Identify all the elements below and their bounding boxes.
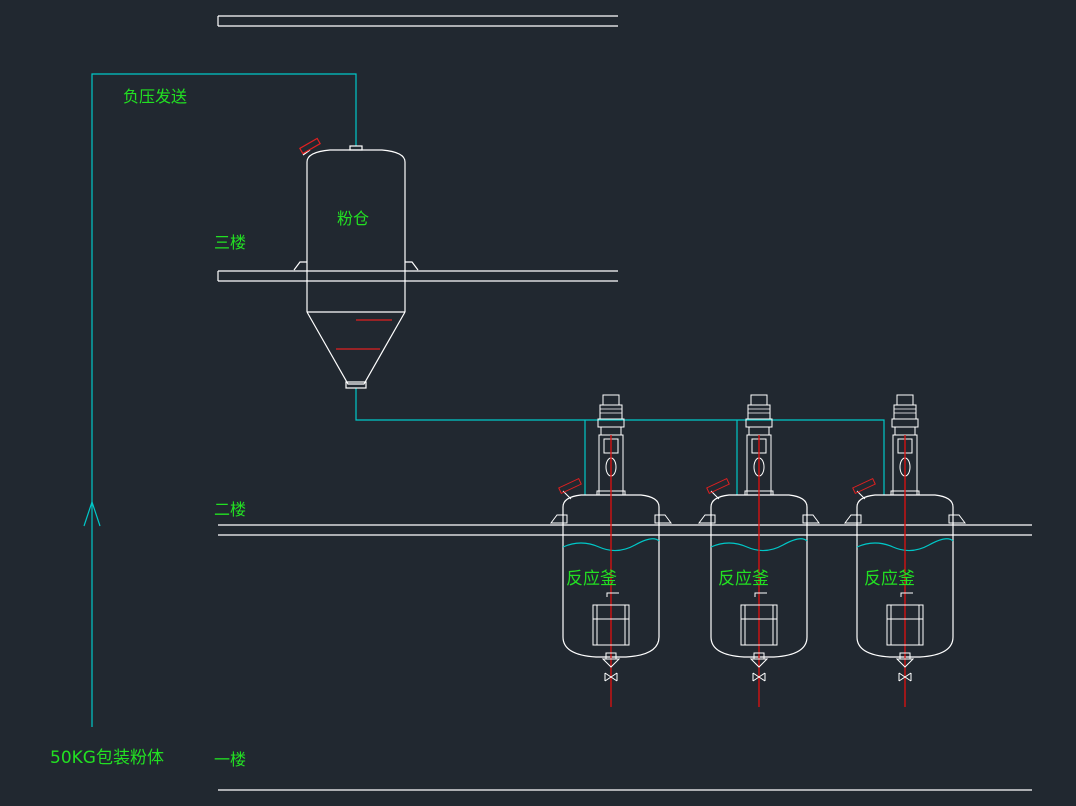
flow-arrow-icon (83, 500, 101, 527)
bagged-powder-label: 50KG包装粉体 (50, 748, 164, 768)
floor-slab-3 (217, 270, 618, 282)
reactor-2-label: 反应釜 (718, 569, 769, 589)
floor-slab-2 (218, 524, 1032, 536)
floor-slab-top (217, 15, 618, 27)
reactor-3 (844, 394, 966, 708)
reactor-1-label: 反应釜 (566, 569, 617, 589)
powder-silo-label: 粉仓 (337, 209, 369, 228)
floor-3-label: 三楼 (214, 233, 246, 252)
powder-silo (293, 145, 419, 389)
reactor-1 (550, 394, 672, 708)
floor-2-label: 二楼 (214, 500, 246, 519)
reactor-2 (698, 394, 820, 708)
reactor-3-label: 反应釜 (864, 569, 915, 589)
negative-pressure-label: 负压发送 (123, 87, 187, 106)
floor-1-label: 一楼 (214, 750, 246, 769)
conveying-pipe (91, 73, 885, 727)
silo-level-marks (299, 137, 392, 350)
